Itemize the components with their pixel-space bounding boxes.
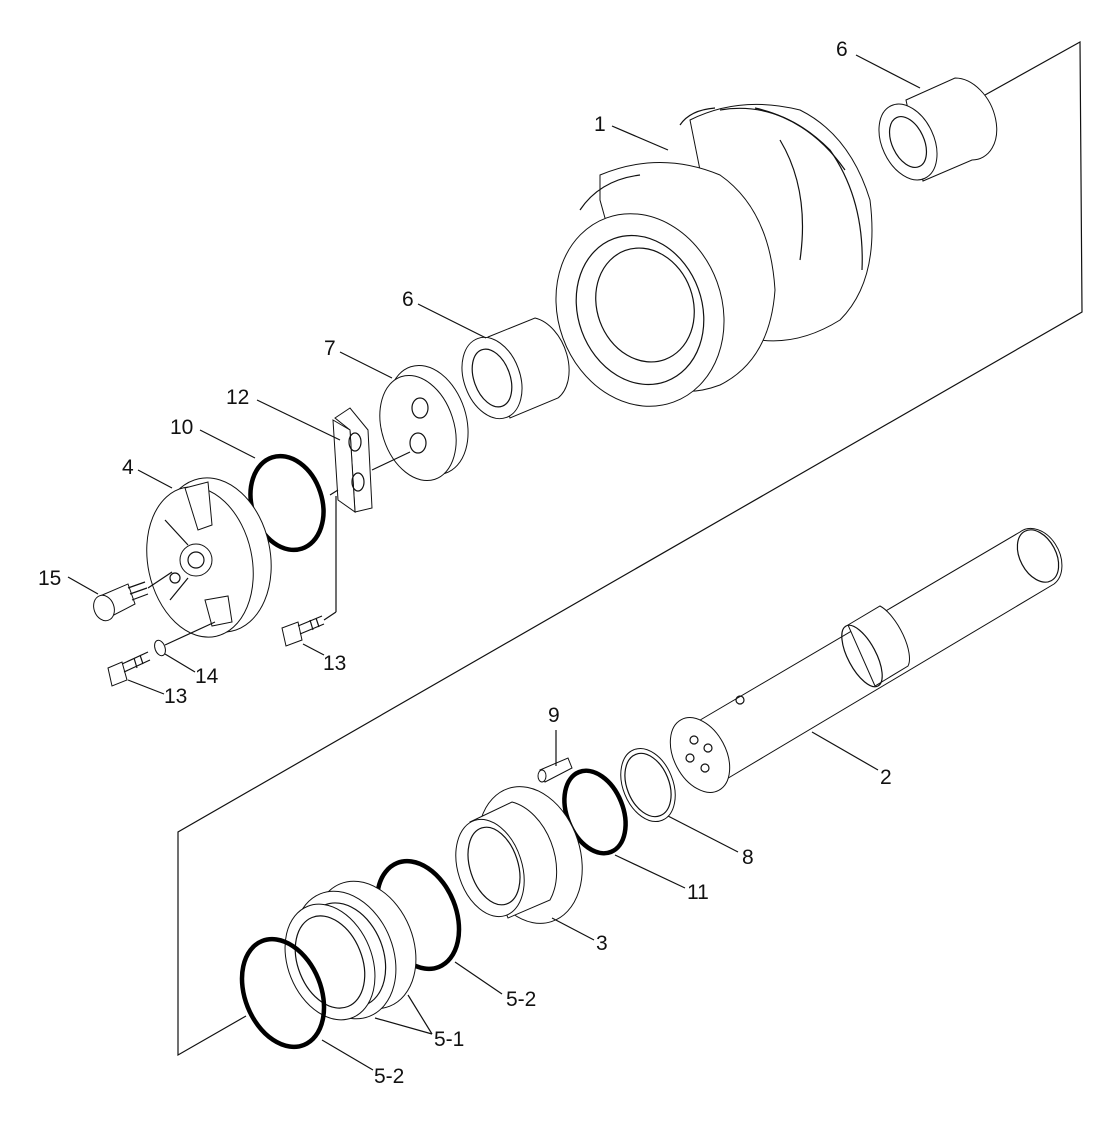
part-labels: 6 1 6 7 12 10 4 15 13 14 13 9 2 8 11 3 5… xyxy=(38,38,892,1088)
part-3-collar xyxy=(455,786,583,924)
part-8-snap-ring xyxy=(620,748,676,822)
label-part-5-1: 5-1 xyxy=(434,1028,464,1051)
part-5-2-o-ring-lower xyxy=(239,936,327,1050)
label-part-2: 2 xyxy=(880,766,892,789)
part-13-bolt-right xyxy=(281,496,337,647)
part-6-upper-sleeve xyxy=(878,77,998,182)
assembly-frame xyxy=(177,40,1083,1057)
part-1-roller xyxy=(555,103,873,407)
label-part-3: 3 xyxy=(596,932,608,955)
label-part-5-2-upper: 5-2 xyxy=(506,988,536,1011)
label-part-14: 14 xyxy=(195,665,219,688)
part-13-bolt-left xyxy=(107,651,151,687)
part-5-1-seal xyxy=(284,880,417,1021)
part-15-plug xyxy=(93,571,173,622)
label-part-7: 7 xyxy=(324,337,336,360)
label-part-15: 15 xyxy=(38,567,61,590)
label-part-4: 4 xyxy=(122,456,134,479)
label-part-11: 11 xyxy=(687,881,709,904)
label-part-12: 12 xyxy=(226,386,249,409)
part-14-washer xyxy=(154,621,216,657)
label-part-8: 8 xyxy=(742,846,754,869)
part-9-pin xyxy=(537,757,573,783)
leader-lines xyxy=(67,54,921,1071)
part-6-lower-sleeve xyxy=(461,317,570,420)
part-12-bracket xyxy=(329,407,411,514)
label-part-9: 9 xyxy=(548,704,560,727)
label-part-6-upper: 6 xyxy=(836,38,848,61)
label-part-13-left: 13 xyxy=(164,685,187,708)
part-2-shaft xyxy=(669,528,1063,793)
label-part-13-right: 13 xyxy=(323,652,346,675)
label-part-6-lower: 6 xyxy=(402,288,414,311)
part-4-end-cover xyxy=(146,477,272,638)
label-part-1: 1 xyxy=(594,113,606,136)
label-part-5-2-lower: 5-2 xyxy=(374,1065,404,1088)
part-7-plate xyxy=(379,364,469,482)
label-part-10: 10 xyxy=(170,416,193,439)
